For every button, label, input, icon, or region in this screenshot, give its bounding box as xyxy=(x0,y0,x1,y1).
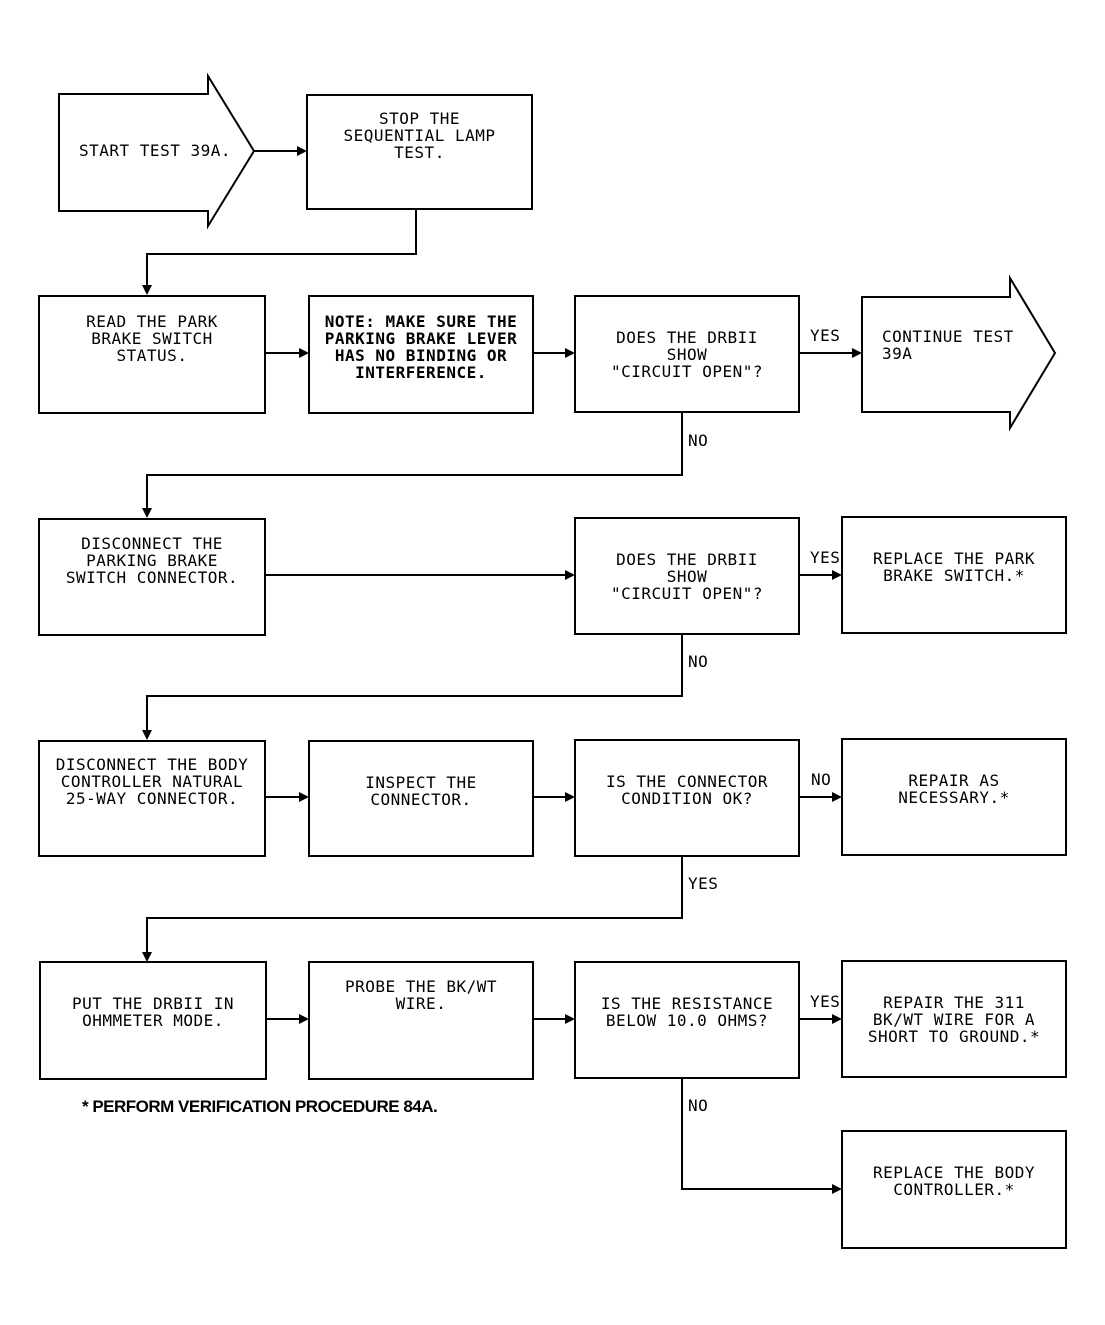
connector-q1-disconnect xyxy=(146,412,683,511)
label-yes-1: YES xyxy=(810,326,841,345)
footnote: * PERFORM VERIFICATION PROCEDURE 84A. xyxy=(82,1097,438,1116)
repair-short-box: REPAIR THE 311 BK/WT WIRE FOR A SHORT TO… xyxy=(841,960,1067,1078)
continue-arrow-shape xyxy=(861,274,1057,432)
question-connector-ok-box: IS THE CONNECTOR CONDITION OK? xyxy=(574,739,800,857)
start-test-label: START TEST 39A. xyxy=(79,141,231,160)
question-circuit-open-2-box: DOES THE DRBII SHOW "CIRCUIT OPEN"? xyxy=(574,517,800,635)
connector-q2-body xyxy=(146,634,683,733)
probe-wire-box: PROBE THE BK/WT WIRE. xyxy=(308,961,534,1080)
put-ohmmeter-box: PUT THE DRBII IN OHMMETER MODE. xyxy=(39,961,267,1080)
start-arrow-shape xyxy=(58,72,256,230)
stop-lamp-test-box: STOP THE SEQUENTIAL LAMP TEST. xyxy=(306,94,533,210)
replace-park-switch-box: REPLACE THE PARK BRAKE SWITCH.* xyxy=(841,516,1067,634)
label-yes-3: YES xyxy=(688,874,719,893)
read-park-brake-box: READ THE PARK BRAKE SWITCH STATUS. xyxy=(38,295,266,414)
label-no-2: NO xyxy=(688,652,709,671)
note-binding-box: NOTE: MAKE SURE THE PARKING BRAKE LEVER … xyxy=(308,295,534,414)
disconnect-body-controller-box: DISCONNECT THE BODY CONTROLLER NATURAL 2… xyxy=(38,740,266,857)
connector-q3-ohmmeter xyxy=(146,856,683,955)
label-no-4: NO xyxy=(688,1096,709,1115)
question-resistance-box: IS THE RESISTANCE BELOW 10.0 OHMS? xyxy=(574,961,800,1079)
question-circuit-open-1-box: DOES THE DRBII SHOW "CIRCUIT OPEN"? xyxy=(574,295,800,413)
repair-as-necessary-box: REPAIR AS NECESSARY.* xyxy=(841,738,1067,856)
label-no-1: NO xyxy=(688,431,709,450)
label-yes-2: YES xyxy=(810,548,841,567)
label-yes-4: YES xyxy=(810,992,841,1011)
label-no-3: NO xyxy=(811,770,832,789)
inspect-connector-box: INSPECT THE CONNECTOR. xyxy=(308,740,534,857)
connector-q4-replace xyxy=(681,1078,835,1190)
connector-stop-read xyxy=(146,209,417,288)
continue-test-label: CONTINUE TEST 39A xyxy=(882,327,1014,363)
replace-body-controller-box: REPLACE THE BODY CONTROLLER.* xyxy=(841,1130,1067,1249)
disconnect-park-switch-box: DISCONNECT THE PARKING BRAKE SWITCH CONN… xyxy=(38,518,266,636)
